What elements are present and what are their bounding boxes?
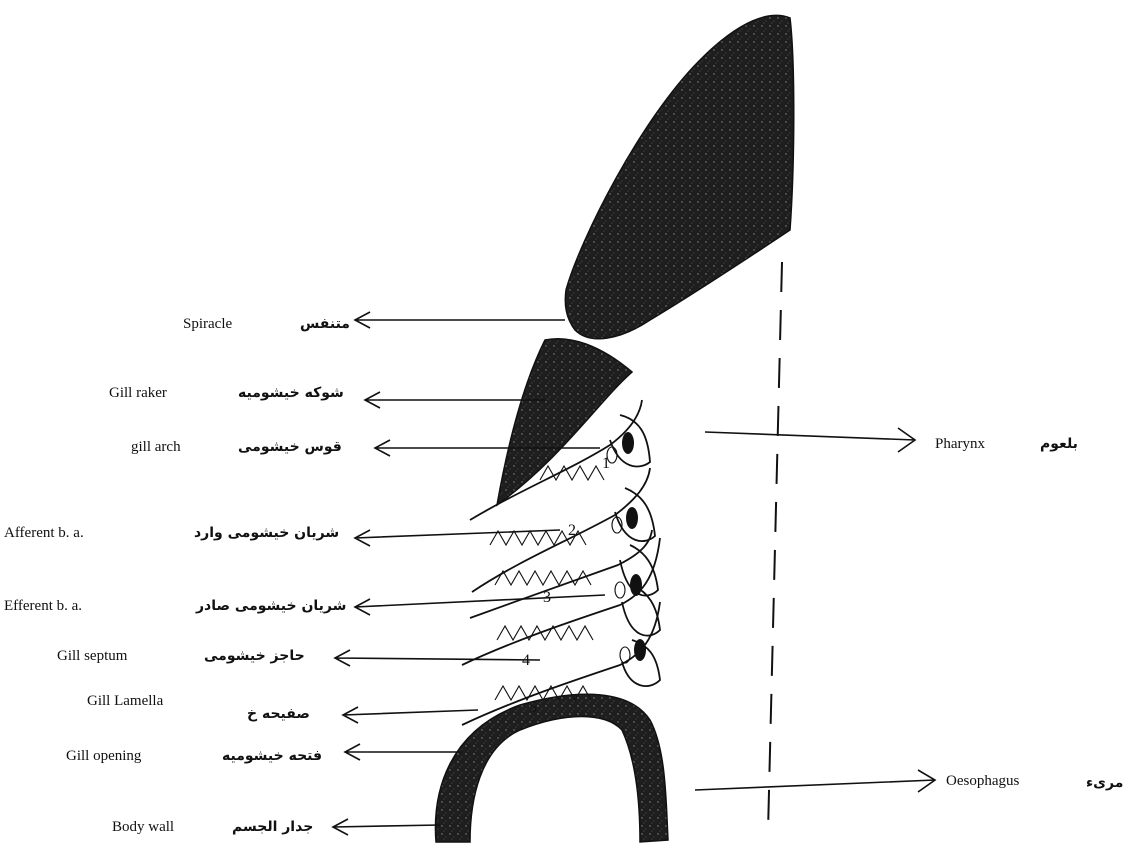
- label-gill-raker-ar: شوکه خیشومیه: [238, 385, 344, 401]
- label-pharynx-en: Pharynx: [935, 436, 985, 452]
- midline-dashed: [768, 262, 782, 832]
- head-wall-mass: [565, 15, 793, 338]
- label-gill-opening-en: Gill opening: [66, 748, 142, 764]
- label-afferent-ar: شریان خیشومی وارد: [194, 525, 339, 541]
- label-gill-opening-ar: فتحه خیشومیه: [222, 748, 322, 764]
- label-body-wall-ar: جدار الجسم: [232, 819, 313, 835]
- label-spiracle-ar: متنفس: [300, 316, 350, 332]
- label-gill-lamella-en: Gill Lamella: [87, 693, 164, 709]
- label-spiracle-en: Spiracle: [183, 316, 232, 332]
- label-gill-septum-ar: حاجز خیشومی: [204, 648, 305, 664]
- label-body-wall-en: Body wall: [112, 819, 174, 835]
- label-gill-raker-en: Gill raker: [109, 385, 167, 401]
- gill-raker-mass: [497, 339, 632, 505]
- gill-lamellae: [490, 466, 604, 700]
- gill-number-2: 2: [568, 522, 576, 539]
- label-pharynx-ar: بلعوم: [1040, 436, 1078, 452]
- gill-number-1: 1: [602, 455, 610, 472]
- pharynx-arrow: [705, 428, 915, 452]
- label-gill-lamella-ar: صفیحه خ: [247, 706, 310, 722]
- gill-numbers: 1 2 3 4 5: [522, 455, 610, 716]
- body-wall-mass: [435, 694, 668, 842]
- label-gill-septum-en: Gill septum: [57, 648, 128, 664]
- label-afferent-en: Afferent b. a.: [4, 525, 84, 541]
- label-gill-arch-ar: قوس خیشومی: [238, 439, 342, 455]
- label-oesophagus-en: Oesophagus: [946, 773, 1019, 789]
- label-gill-arch-en: gill arch: [131, 439, 181, 455]
- label-efferent-ar: شریان خیشومی صادر: [195, 598, 346, 614]
- oesophagus-arrow: [695, 770, 935, 792]
- gill-number-5: 5: [529, 699, 537, 716]
- label-oesophagus-ar: مریء: [1086, 775, 1123, 791]
- label-efferent-en: Efferent b. a.: [4, 598, 82, 614]
